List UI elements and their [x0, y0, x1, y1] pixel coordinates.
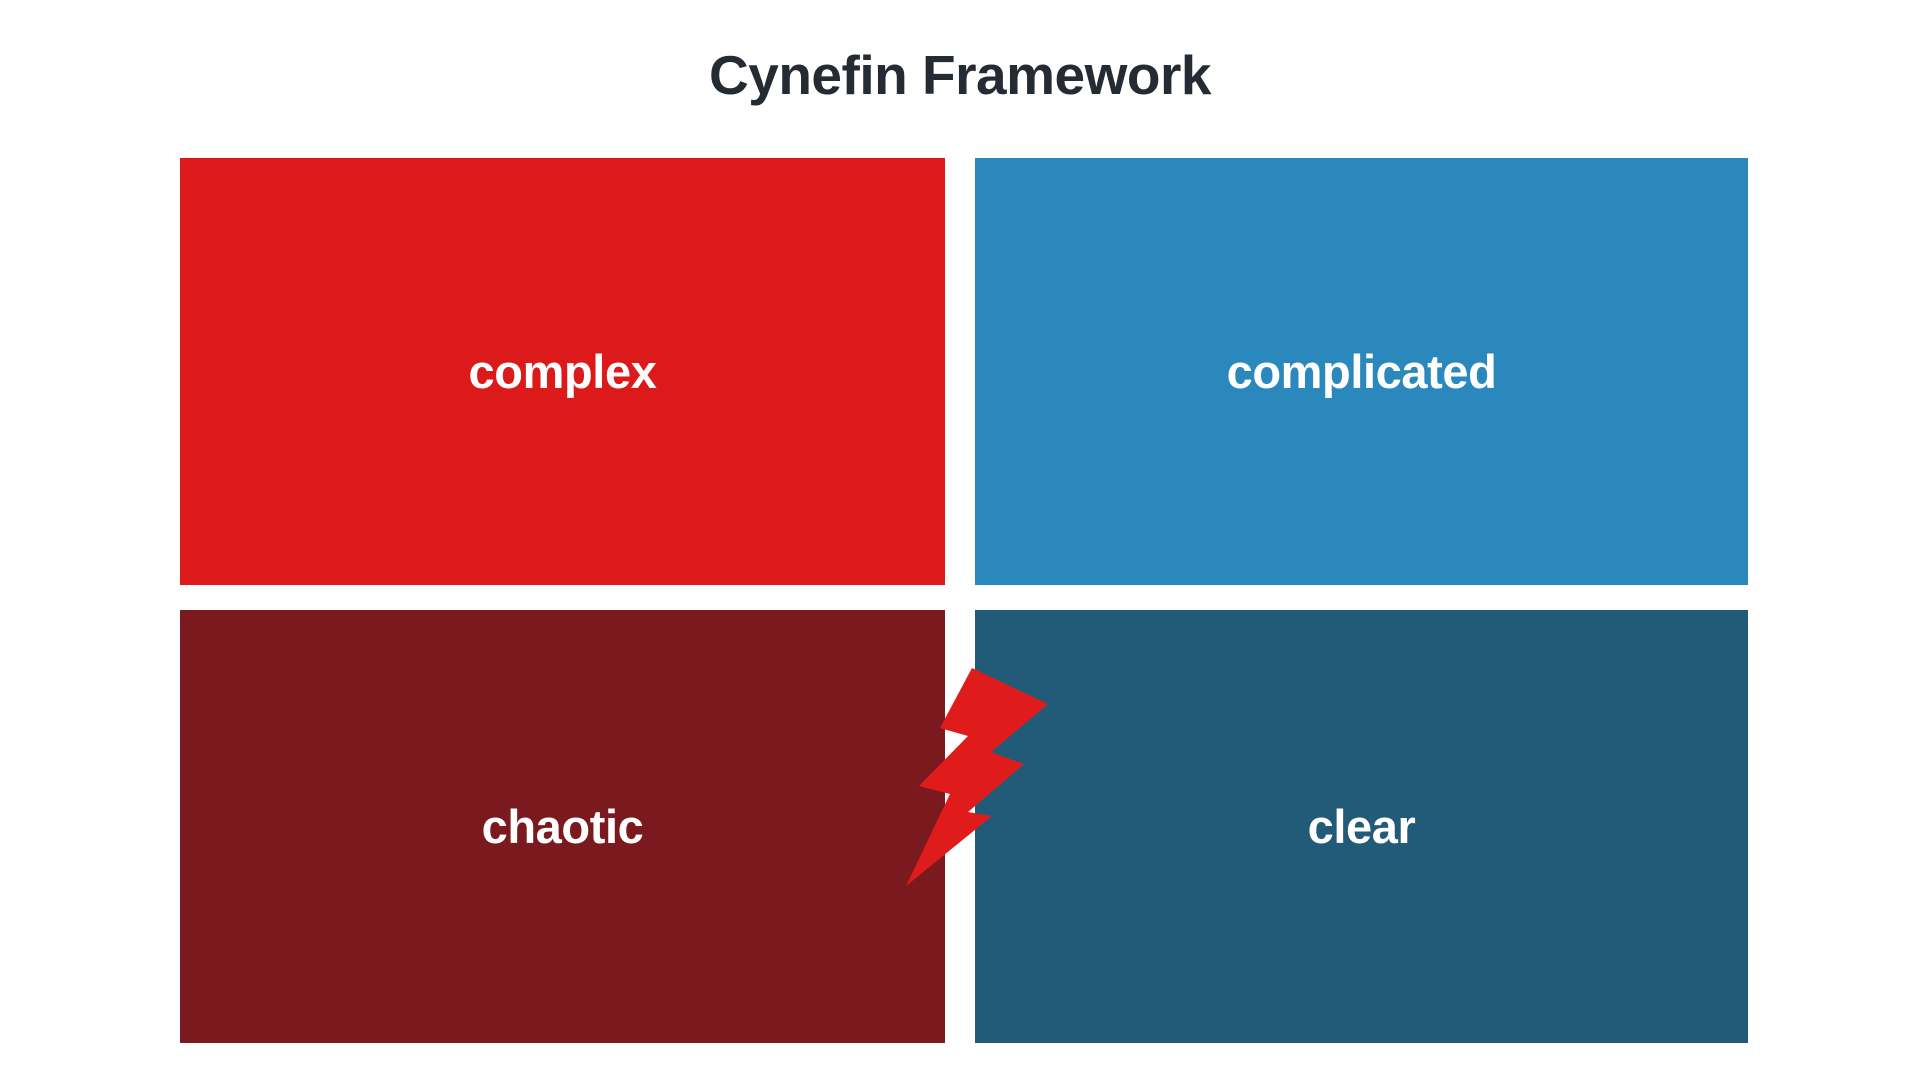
- page-title: Cynefin Framework: [709, 44, 1211, 106]
- quadrant-label-chaotic: chaotic: [481, 800, 644, 853]
- quadrant-label-clear: clear: [1307, 800, 1416, 853]
- quadrant-grid: complex complicated chaotic clear: [180, 158, 1748, 1043]
- quadrant-chaotic[interactable]: chaotic: [180, 610, 945, 1043]
- quadrant-complex[interactable]: complex: [180, 158, 945, 585]
- quadrant-complicated[interactable]: complicated: [975, 158, 1748, 585]
- quadrant-clear[interactable]: clear: [975, 610, 1748, 1043]
- quadrant-label-complex: complex: [468, 345, 657, 398]
- quadrant-label-complicated: complicated: [1226, 345, 1497, 398]
